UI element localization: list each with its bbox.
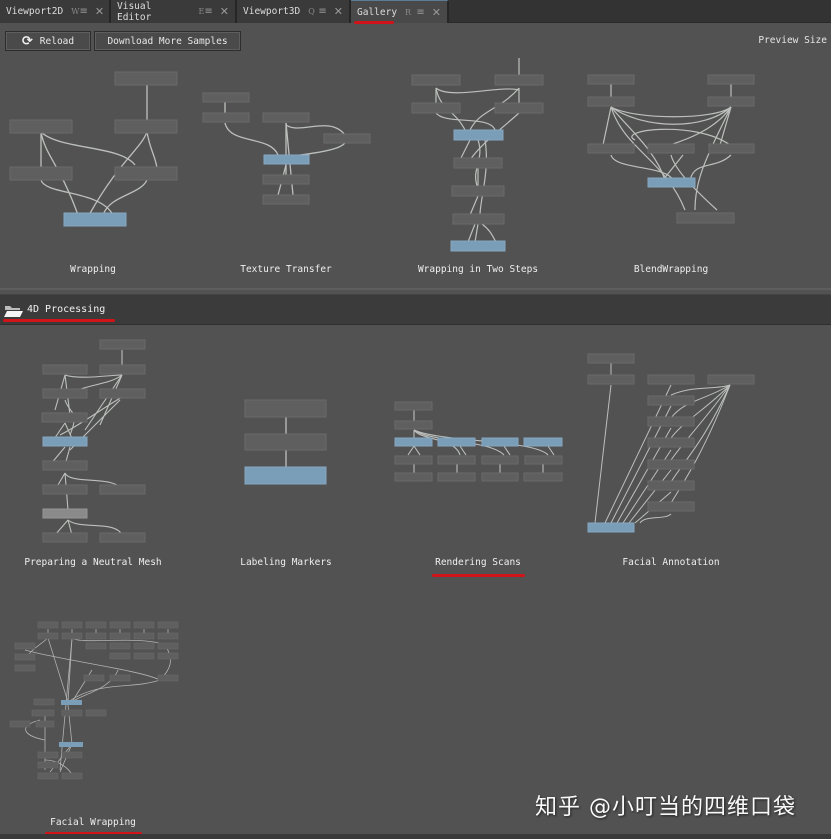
node-graph-preview: [587, 74, 755, 224]
bottom-edge: [0, 834, 831, 839]
item-title: Texture Transfer: [240, 264, 332, 275]
close-icon[interactable]: ✕: [333, 5, 343, 18]
tab-gallery[interactable]: Gallery R ≡ ✕: [351, 0, 449, 23]
tab-bar-filler: [449, 0, 831, 22]
tab-shortcut: Q: [308, 7, 315, 16]
watermark: 知乎 @小叮当的四维口袋: [535, 795, 796, 820]
tab-label: Gallery: [357, 6, 398, 18]
menu-icon[interactable]: ≡: [204, 6, 213, 17]
node-graph-preview: [587, 353, 755, 533]
annotation-underline: [3, 319, 115, 322]
item-title: Labeling Markers: [240, 557, 332, 568]
item-title: BlendWrapping: [633, 264, 709, 275]
gallery-item-wrapping-in-two-steps[interactable]: Wrapping in Two Steps: [390, 50, 580, 285]
gallery-item-wrapping[interactable]: Wrapping: [0, 55, 190, 285]
section-title: 4D Processing: [27, 304, 106, 315]
tab-visual-editor[interactable]: Visual Editor E ≡ ✕: [111, 0, 237, 23]
item-title: Facial Annotation: [622, 557, 720, 568]
download-label: Download More Samples: [107, 35, 228, 47]
item-title: Preparing a Neutral Mesh: [24, 557, 162, 568]
node-graph-preview: [411, 58, 544, 252]
tab-viewport3d[interactable]: Viewport3D Q ≡ ✕: [237, 0, 351, 23]
reload-button[interactable]: ⟳ Reload: [5, 31, 91, 51]
tab-label: Viewport3D: [243, 6, 301, 17]
node-graph-preview: [9, 621, 179, 780]
preview-size-control[interactable]: Preview Size: [758, 35, 827, 46]
gallery-item-blendwrapping[interactable]: BlendWrapping: [575, 60, 775, 285]
node-graph-preview: [9, 71, 178, 227]
close-icon[interactable]: ✕: [94, 5, 105, 18]
section-header-4d-processing[interactable]: 4D Processing: [0, 294, 831, 325]
reload-label: Reload: [39, 35, 75, 47]
tab-shortcut: E: [198, 7, 205, 16]
menu-icon[interactable]: ≡: [416, 6, 425, 18]
gallery-item-labeling-markers[interactable]: Labeling Markers: [200, 380, 380, 575]
menu-icon[interactable]: ≡: [79, 6, 88, 17]
gallery-item-facial-annotation[interactable]: Facial Annotation: [575, 340, 775, 575]
node-graph-preview: [202, 92, 371, 205]
gallery-item-texture-transfer[interactable]: Texture Transfer: [190, 55, 390, 285]
item-title: Wrapping: [70, 264, 116, 275]
item-title: Rendering Scans: [435, 557, 521, 568]
node-graph-preview: [394, 401, 563, 482]
gallery-item-rendering-scans[interactable]: Rendering Scans: [380, 380, 580, 575]
download-more-samples-button[interactable]: Download More Samples: [94, 31, 241, 51]
annotation-underline: [354, 21, 394, 24]
reload-icon: ⟳: [21, 33, 33, 49]
annotation-underline: [432, 574, 525, 577]
node-graph-preview: [244, 399, 327, 485]
tab-shortcut: R: [405, 7, 412, 17]
tab-label: Visual Editor: [117, 0, 152, 23]
close-icon[interactable]: ✕: [431, 5, 441, 19]
folder-open-icon: [4, 306, 23, 317]
node-graph-preview: [41, 339, 146, 543]
tab-viewport2d[interactable]: Viewport2D W ≡ ✕: [0, 0, 111, 23]
tab-shortcut: W: [71, 7, 80, 16]
gallery-item-facial-wrapping[interactable]: Facial Wrapping: [0, 610, 200, 835]
item-title: Wrapping in Two Steps: [417, 264, 539, 275]
row-divider: [0, 288, 831, 290]
item-title: Facial Wrapping: [50, 817, 136, 828]
close-icon[interactable]: ✕: [219, 5, 229, 18]
annotation-underline: [45, 832, 142, 835]
tab-bar: Viewport2D W ≡ ✕ Visual Editor E ≡ ✕ Vie…: [0, 0, 831, 23]
menu-icon[interactable]: ≡: [318, 6, 327, 17]
tab-label: Viewport2D: [6, 6, 64, 17]
gallery-item-preparing-a-neutral-mesh[interactable]: Preparing a Neutral Mesh: [0, 335, 200, 575]
